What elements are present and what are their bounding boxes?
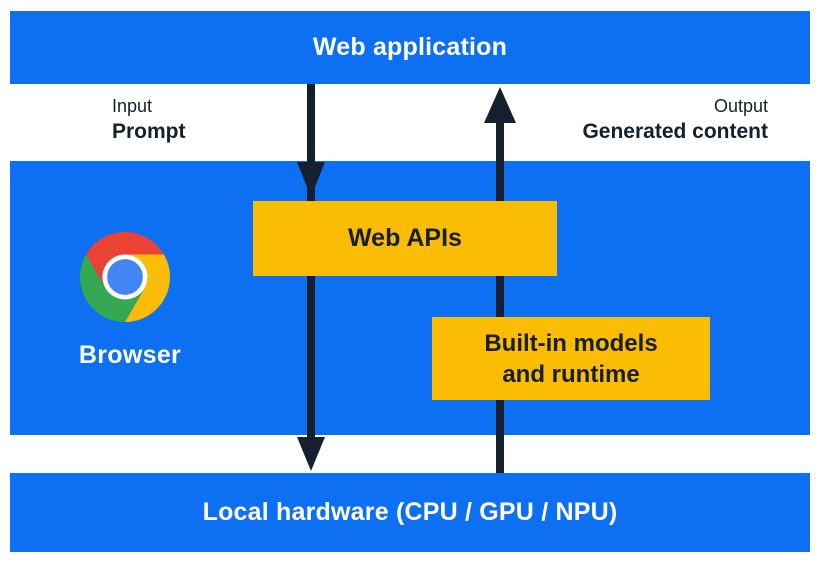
chrome-logo-icon (80, 232, 170, 322)
output-title: Output (713, 96, 768, 116)
browser-label: Browser (78, 341, 182, 369)
builtin-models-box: Built-in models and runtime (432, 317, 710, 400)
local-hardware-label: Local hardware (CPU / GPU / NPU) (202, 498, 618, 526)
web-application-label: Web application (312, 33, 508, 61)
builtin-models-label-line2: and runtime (502, 360, 640, 388)
web-application-bar: Web application (10, 11, 810, 84)
builtin-models-label-line1: Built-in models (484, 329, 658, 357)
output-value: Generated content (582, 120, 768, 143)
web-apis-box: Web APIs (253, 201, 557, 276)
web-apis-label: Web APIs (348, 224, 462, 252)
local-hardware-bar: Local hardware (CPU / GPU / NPU) (10, 473, 810, 552)
input-title: Input (112, 96, 153, 116)
input-label-group: Input Prompt (112, 94, 186, 145)
input-value: Prompt (112, 120, 186, 143)
output-label-group: Output Generated content (582, 94, 768, 145)
